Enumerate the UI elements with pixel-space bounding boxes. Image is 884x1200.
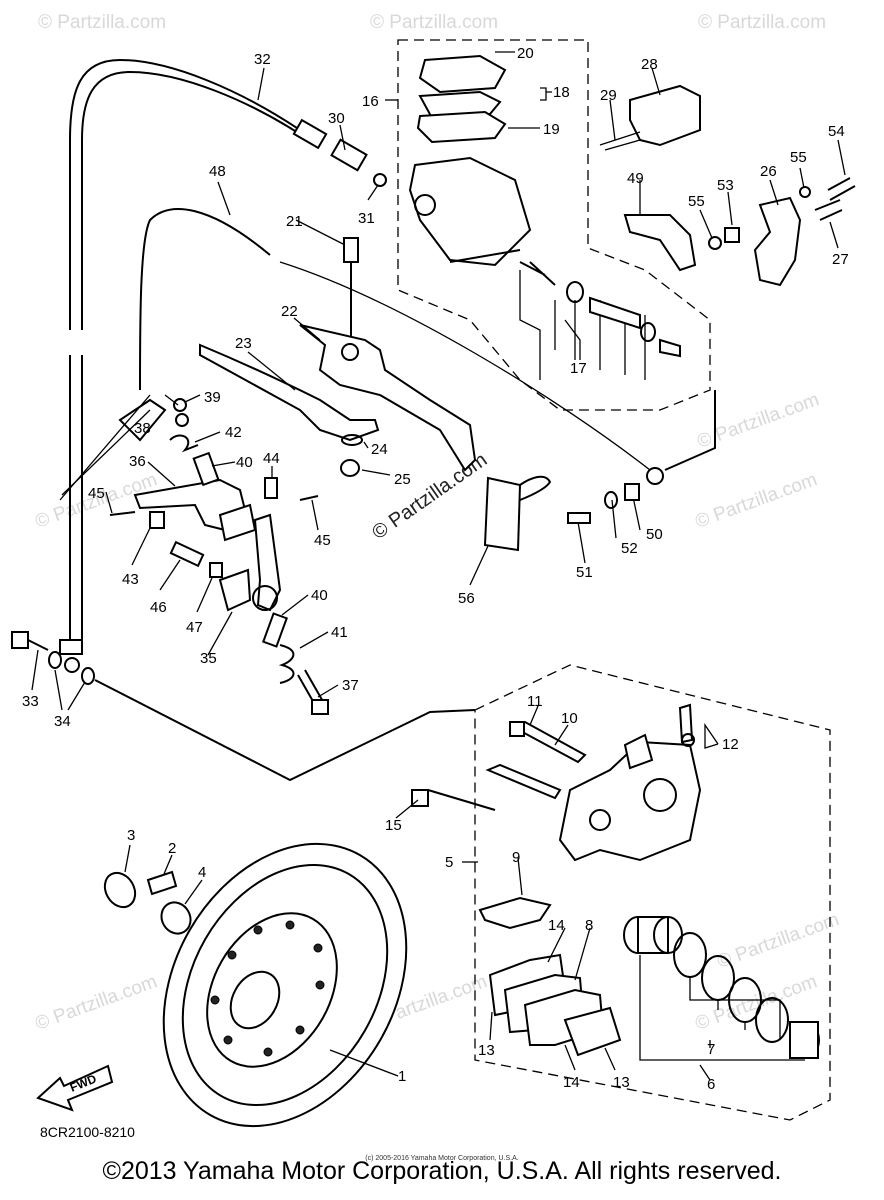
callout-33: 33 — [22, 693, 39, 710]
cables — [59, 58, 664, 673]
callout-26: 26 — [760, 163, 777, 180]
callout-15: 15 — [385, 817, 402, 834]
callout-45b: 45 — [314, 532, 331, 549]
callout-10: 10 — [561, 710, 578, 727]
misc-hardware — [483, 475, 640, 552]
watermark: © Partzilla.com — [698, 12, 826, 33]
callout-51: 51 — [576, 564, 593, 581]
callout-29: 29 — [600, 87, 617, 104]
callout-layer: 1 2 3 4 5 6 7 8 9 10 11 12 13 13 14 14 1… — [22, 45, 849, 1093]
callout-20: 20 — [517, 45, 534, 62]
callout-55a: 55 — [688, 193, 705, 210]
callout-45a: 45 — [88, 485, 105, 502]
callout-49: 49 — [627, 170, 644, 187]
callout-3: 3 — [127, 827, 135, 844]
pedal-assembly — [11, 237, 477, 715]
callout-35: 35 — [200, 650, 217, 667]
callout-25: 25 — [394, 471, 411, 488]
callout-28: 28 — [641, 56, 658, 73]
callout-1: 1 — [398, 1068, 406, 1085]
callout-40b: 40 — [311, 587, 328, 604]
callout-9: 9 — [512, 849, 520, 866]
callout-53: 53 — [717, 177, 734, 194]
callout-32: 32 — [254, 51, 271, 68]
caliper — [395, 703, 820, 1081]
callout-46: 46 — [150, 599, 167, 616]
callout-47: 47 — [186, 619, 203, 636]
callout-5: 5 — [445, 854, 453, 871]
callout-37: 37 — [342, 677, 359, 694]
callout-38: 38 — [134, 420, 151, 437]
lever-bracket — [623, 177, 856, 287]
watermark: © Partzilla.com — [715, 909, 842, 973]
watermark: © Partzilla.com — [370, 12, 498, 33]
watermark: © Partzilla.com — [33, 971, 160, 1035]
watermark: © Partzilla.com — [693, 469, 820, 533]
callout-55b: 55 — [790, 149, 807, 166]
callout-13a: 13 — [478, 1042, 495, 1059]
watermark: © Partzilla.com — [38, 12, 166, 33]
leader-lines — [31, 51, 846, 782]
callout-39: 39 — [204, 389, 221, 406]
callout-6: 6 — [707, 1076, 715, 1093]
callout-17: 17 — [570, 360, 587, 377]
callout-23: 23 — [235, 335, 252, 352]
callout-7: 7 — [707, 1041, 715, 1058]
callout-24: 24 — [371, 441, 388, 458]
master-cylinder — [408, 54, 701, 358]
callout-18: 18 — [553, 84, 570, 101]
copyright-notice: ©2013 Yamaha Motor Corporation, U.S.A. A… — [102, 1157, 782, 1185]
callout-27: 27 — [832, 251, 849, 268]
callout-14a: 14 — [548, 917, 565, 934]
callout-36: 36 — [129, 453, 146, 470]
diagram-code: 8CR2100-8210 — [40, 1124, 135, 1140]
callout-43: 43 — [122, 571, 139, 588]
callout-54: 54 — [828, 123, 845, 140]
footer-small-print: (c) 2005-2016 Yamaha Motor Corporation, … — [365, 1155, 519, 1162]
callout-14b: 14 — [563, 1074, 580, 1091]
assembly-outlines — [397, 39, 831, 1121]
brake-disc — [103, 842, 408, 1128]
callout-40a: 40 — [236, 454, 253, 471]
callout-30: 30 — [328, 110, 345, 127]
callout-2: 2 — [168, 840, 176, 857]
watermark: © Partzilla.com — [695, 389, 822, 453]
callout-44: 44 — [263, 450, 280, 467]
callout-50: 50 — [646, 526, 663, 543]
fwd-arrow: FWD — [36, 1064, 114, 1112]
callout-52: 52 — [621, 540, 638, 557]
callout-22: 22 — [281, 303, 298, 320]
callout-8: 8 — [585, 917, 593, 934]
callout-41: 41 — [331, 624, 348, 641]
callout-31: 31 — [358, 210, 375, 227]
callout-48: 48 — [209, 163, 226, 180]
callout-13b: 13 — [613, 1074, 630, 1091]
callout-56: 56 — [458, 590, 475, 607]
callout-42: 42 — [225, 424, 242, 441]
callout-11: 11 — [527, 693, 543, 710]
callout-16: 16 — [362, 93, 379, 110]
callout-4: 4 — [198, 864, 206, 881]
callout-12: 12 — [722, 736, 739, 753]
callout-34: 34 — [54, 713, 71, 730]
callout-21: 21 — [286, 213, 303, 230]
callout-19: 19 — [543, 121, 560, 138]
